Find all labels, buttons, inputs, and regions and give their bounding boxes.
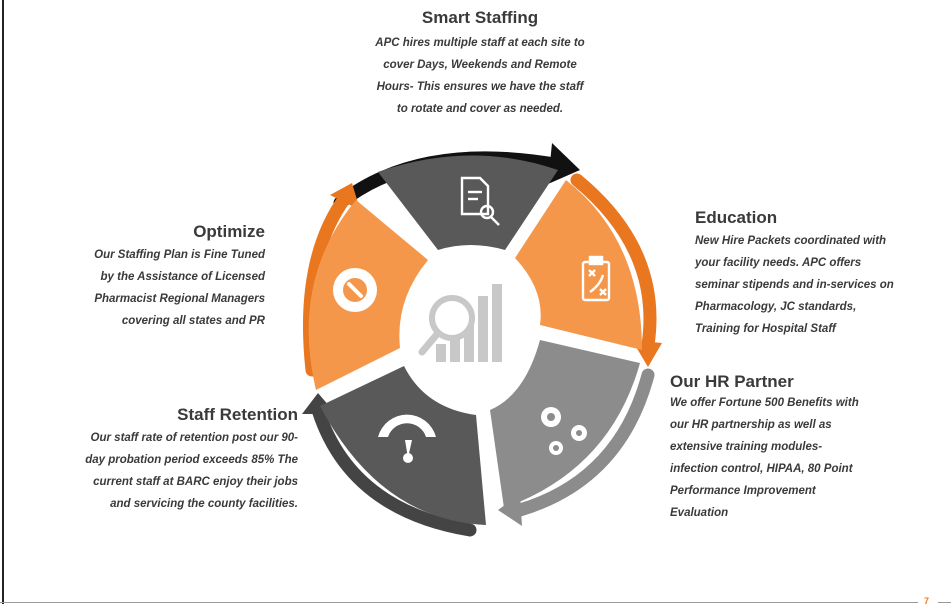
arrow-left-head — [330, 183, 360, 210]
speedometer-icon — [378, 414, 436, 463]
staff-retention-text: Our staff rate of retention post our 90-… — [85, 432, 298, 510]
staff-retention-title: Staff Retention — [177, 405, 298, 424]
gear-wrench-icon — [333, 268, 377, 312]
gears-icon — [541, 407, 587, 455]
left-border — [2, 0, 4, 604]
optimize-block: Optimize Our Staffing Plan is Fine Tuned… — [30, 222, 265, 332]
education-title: Education — [695, 208, 778, 227]
document-search-icon — [460, 176, 500, 226]
smart-staffing-title: Smart Staffing — [421, 8, 539, 27]
hr-partner-title: Our HR Partner — [670, 372, 794, 391]
segment-retention — [320, 366, 486, 525]
education-block: Education New Hire Packets coordinated w… — [695, 208, 945, 340]
arrow-top-head — [548, 143, 580, 184]
smart-staffing-text: APC hires multiple staff at each site to… — [375, 37, 585, 115]
chart-magnifier-icon — [418, 284, 502, 362]
smart-staffing-block: Smart Staffing APC hires multiple staff … — [330, 8, 630, 120]
arrow-right — [570, 173, 657, 352]
arrow-bottom-right — [513, 368, 655, 517]
clipboard-strategy-icon — [581, 255, 611, 302]
footer-rule-end — [938, 602, 951, 603]
arrow-bottom-left — [311, 403, 477, 537]
optimize-text: Our Staffing Plan is Fine Tuned by the A… — [94, 249, 265, 327]
education-text: New Hire Packets coordinated with your f… — [695, 235, 894, 335]
hr-partner-block: Our HR Partner We offer Fortune 500 Bene… — [670, 372, 930, 524]
page-number: 7 — [924, 596, 930, 606]
segment-smart-staffing — [378, 155, 558, 250]
footer-rule — [0, 602, 918, 603]
staff-retention-block: Staff Retention Our staff rate of retent… — [20, 405, 298, 515]
segment-hr — [490, 340, 640, 508]
segment-education — [515, 180, 642, 350]
optimize-title: Optimize — [193, 222, 265, 241]
hr-partner-text: We offer Fortune 500 Benefits with our H… — [670, 397, 859, 519]
